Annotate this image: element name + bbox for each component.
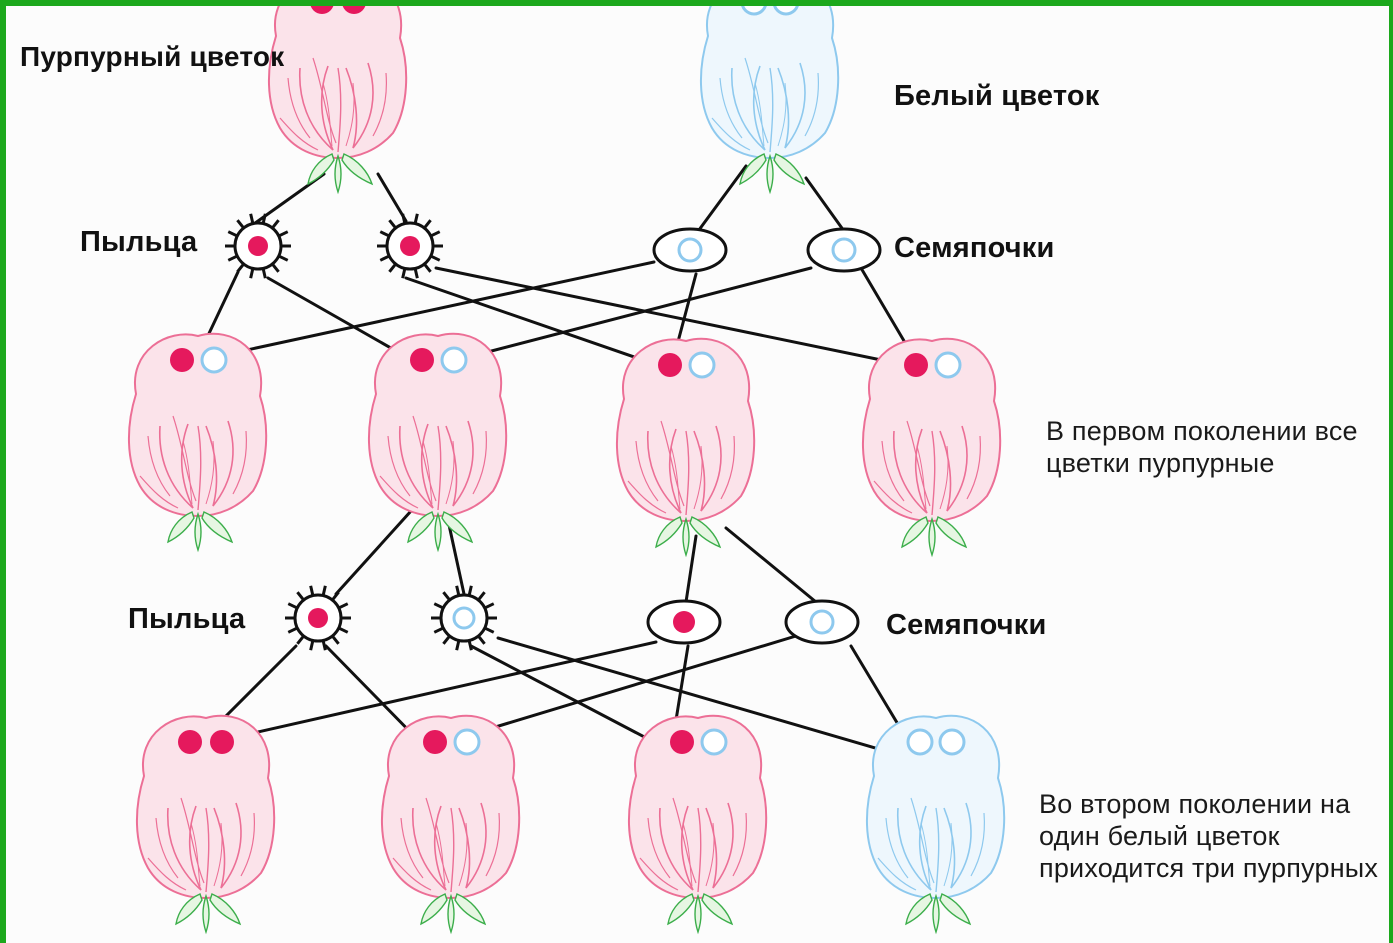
- ovule: [806, 227, 882, 273]
- recessive-allele-dot: [906, 728, 934, 756]
- pollen-grain: [377, 213, 443, 279]
- cross-line: [694, 164, 748, 236]
- cross-line: [376, 172, 408, 223]
- recessive-allele-dot: [440, 346, 468, 374]
- cross-line: [194, 640, 658, 748]
- recessive-allele-dot: [773, 6, 799, 16]
- inheritance-diagram: [128, 6, 1006, 935]
- f1-flower: [368, 332, 508, 553]
- recessive-allele-dot: [741, 6, 767, 16]
- gamete-group: [225, 213, 882, 651]
- ovules-label-2: Семяпочки: [886, 609, 1047, 641]
- cross-line: [724, 526, 818, 604]
- f2-purple-flower: [628, 714, 768, 935]
- cross-line: [404, 276, 668, 370]
- dominant-allele-dot: [342, 6, 366, 14]
- dominant-allele-dot: [423, 730, 447, 754]
- cross-line: [684, 534, 698, 604]
- dominant-allele-dot: [904, 353, 928, 377]
- purple-parent-flower: [268, 6, 408, 195]
- recessive-allele-dot: [700, 728, 728, 756]
- f2-purple-flower: [136, 714, 276, 935]
- f2-purple-flower: [381, 714, 521, 935]
- cross-line: [469, 644, 673, 753]
- f2-white-flower: [866, 714, 1006, 935]
- pollen-grain: [431, 585, 497, 651]
- pollen-label-1: Пыльца: [80, 226, 198, 258]
- cross-line: [804, 176, 846, 233]
- recessive-allele-dot: [688, 351, 716, 379]
- ovule: [646, 599, 722, 645]
- ovule: [652, 227, 728, 273]
- recessive-allele-dot: [200, 346, 228, 374]
- cross-line: [496, 636, 922, 763]
- purple-parent-label: Пурпурный цветок: [20, 41, 285, 72]
- flower-group: [128, 6, 1006, 935]
- white-parent-label: Белый цветок: [894, 80, 1100, 112]
- white-parent-flower: [700, 6, 840, 195]
- recessive-allele-dot: [934, 351, 962, 379]
- pollen-label-2: Пыльца: [128, 603, 246, 635]
- pollen-grain: [225, 213, 291, 279]
- recessive-allele-dot: [938, 728, 966, 756]
- f1-flower: [862, 337, 1002, 558]
- f2-note: Во втором поколении на один белый цветок…: [1039, 789, 1379, 883]
- dominant-allele-dot: [658, 353, 682, 377]
- cross-line: [434, 266, 922, 370]
- dominant-allele-dot: [410, 348, 434, 372]
- ovules-label-1: Семяпочки: [894, 232, 1055, 264]
- f1-note: В первом поколении все цветки пурпурные: [1046, 416, 1358, 478]
- dominant-allele-dot: [310, 6, 334, 14]
- f1-flower: [128, 332, 268, 553]
- f1-flower: [616, 337, 756, 558]
- dominant-allele-dot: [178, 730, 202, 754]
- dominant-allele-dot: [170, 348, 194, 372]
- dominant-allele-dot: [210, 730, 234, 754]
- ovule: [784, 599, 860, 645]
- cross-line: [194, 260, 656, 363]
- recessive-allele-dot: [453, 728, 481, 756]
- pollen-grain: [285, 585, 351, 651]
- dominant-allele-dot: [670, 730, 694, 754]
- cross-line: [334, 509, 413, 596]
